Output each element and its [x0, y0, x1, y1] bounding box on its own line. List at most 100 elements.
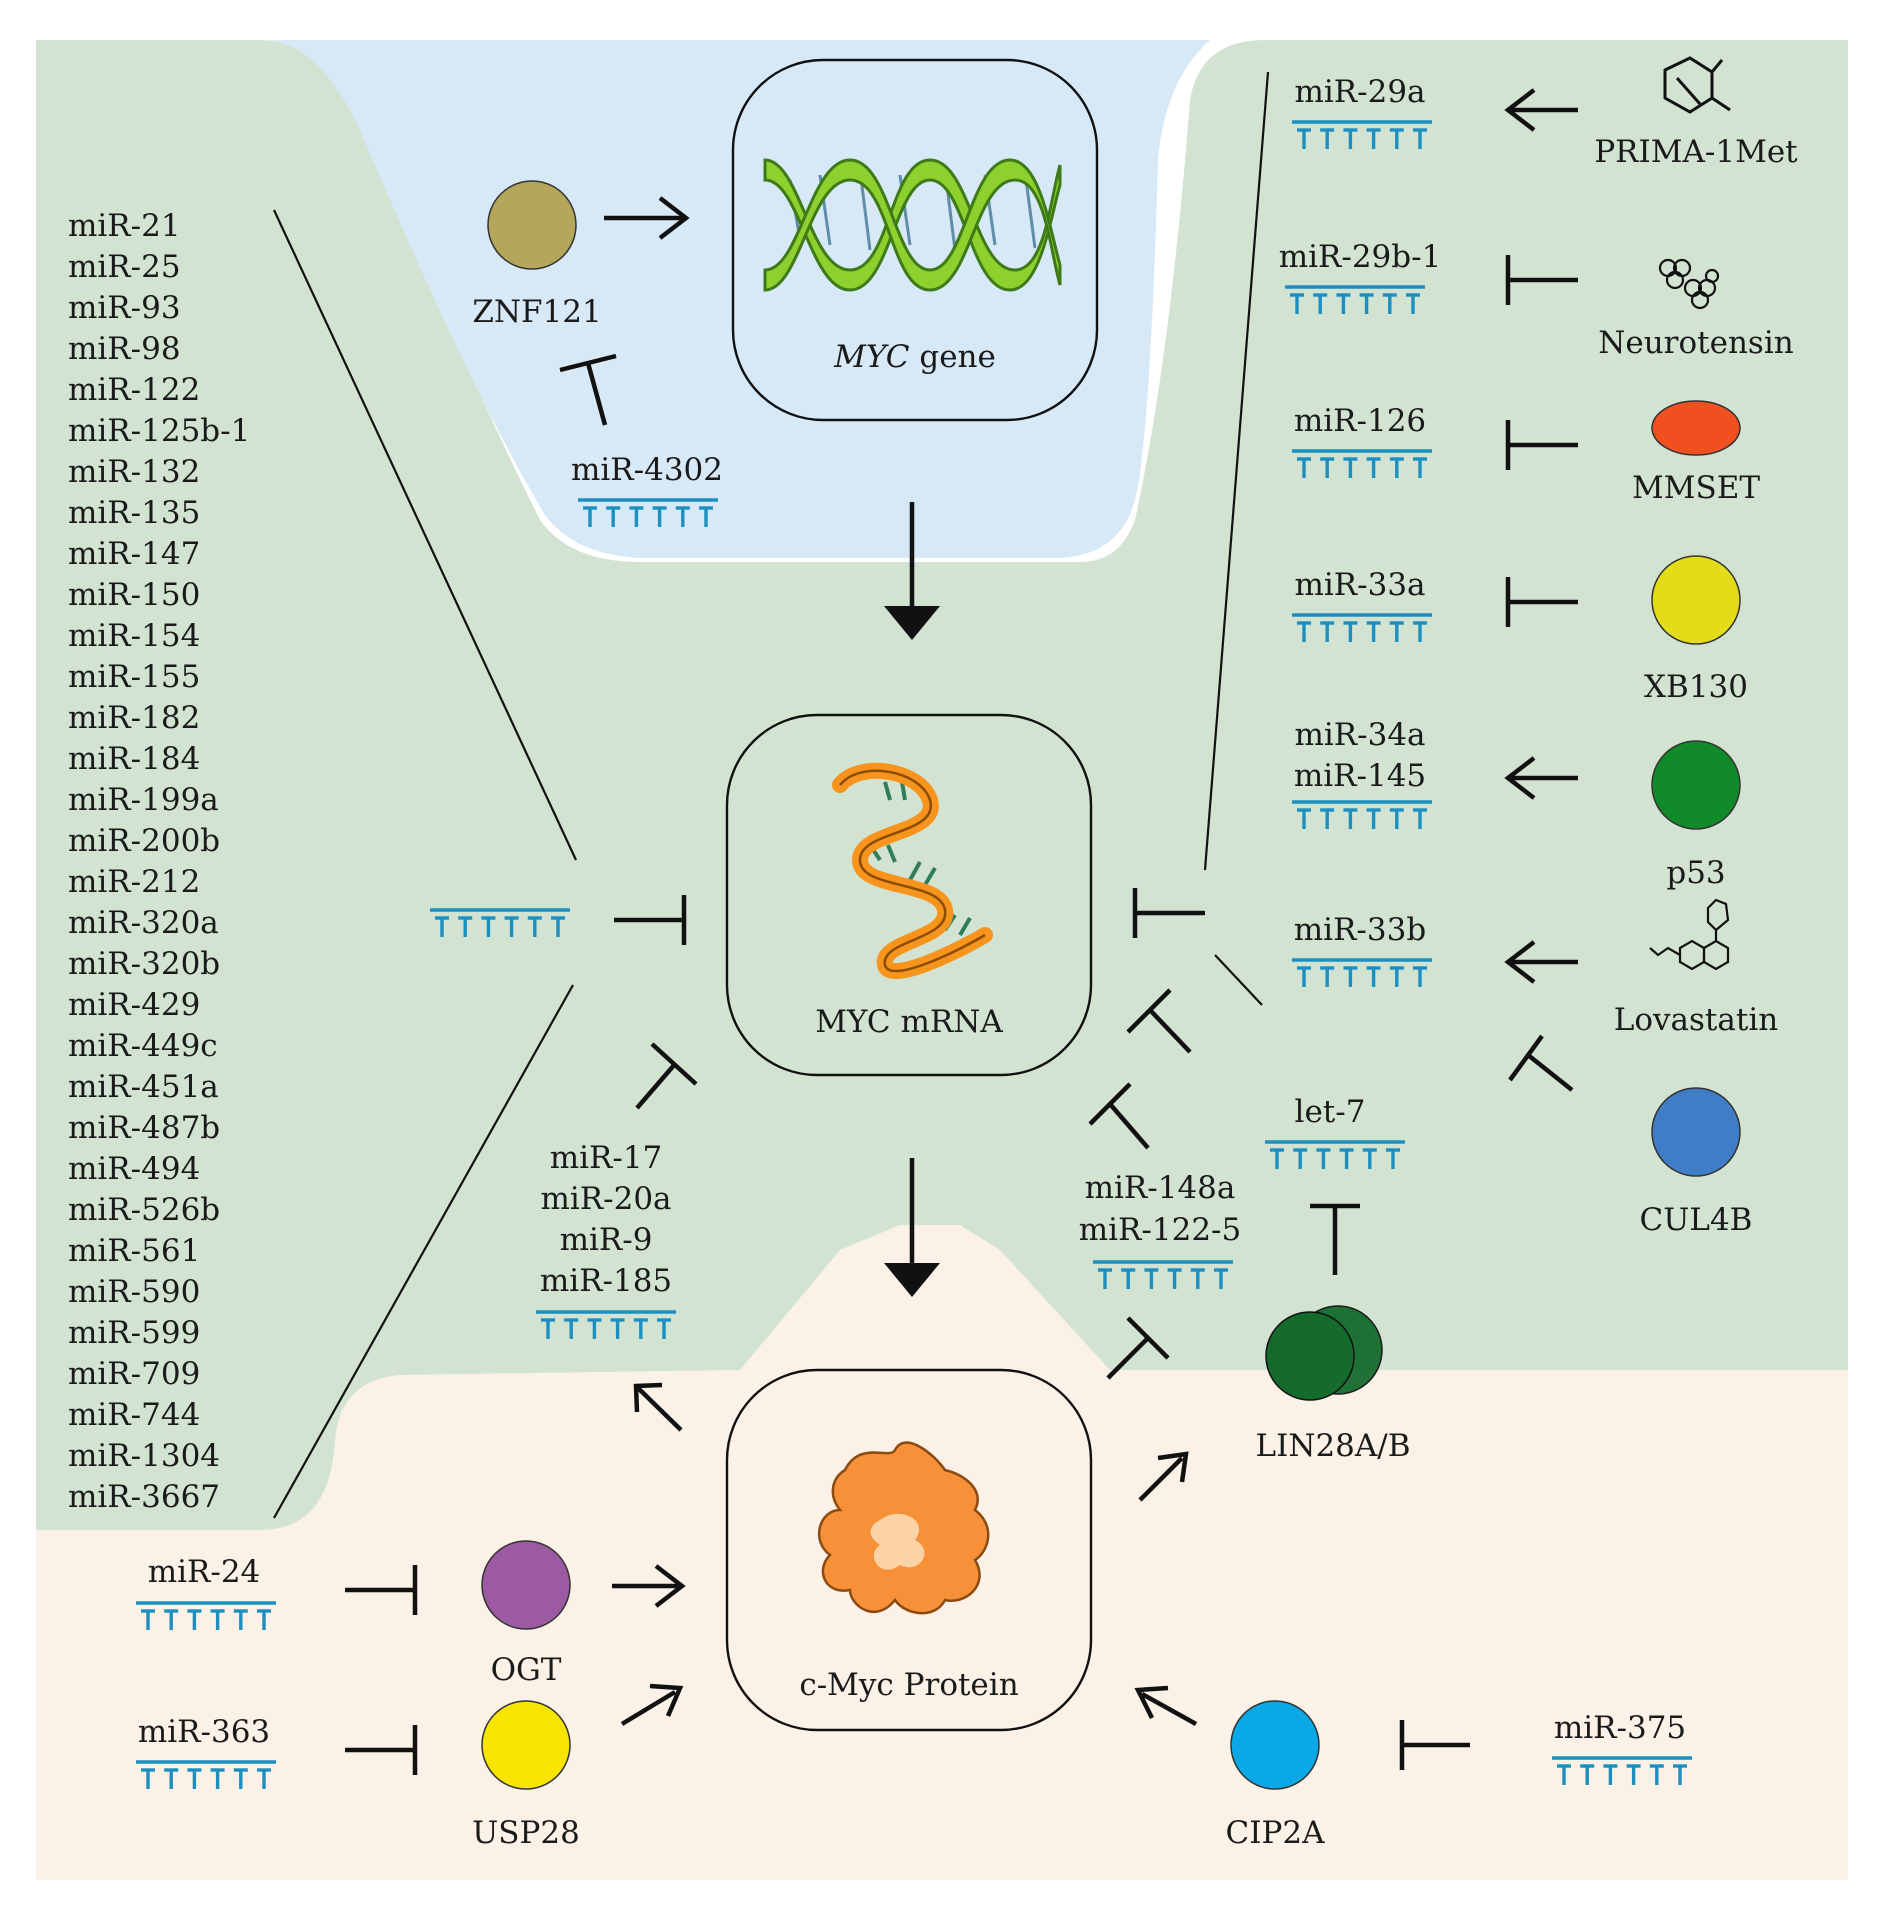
- myc-mrna-label: MYC mRNA: [815, 1004, 1003, 1040]
- mir29b1-rna-icon: [1285, 285, 1425, 314]
- xb130-node: [1651, 555, 1741, 645]
- left-mirna-item: miR-320b: [68, 946, 220, 982]
- blue-region: [268, 40, 1210, 558]
- protein-icon: [818, 1441, 990, 1615]
- left-mirna-item: miR-155: [68, 659, 200, 695]
- lin28a-node: [1265, 1311, 1355, 1401]
- mir34a-145-rna-icon: [1292, 800, 1432, 829]
- cul4b-label: CUL4B: [1640, 1202, 1753, 1238]
- neurotensin-label: Neurotensin: [1598, 325, 1794, 361]
- mir24-rna-icon: [136, 1601, 276, 1630]
- left-mirna-item: miR-125b-1: [68, 413, 250, 449]
- left-mirna-item: miR-150: [68, 577, 200, 613]
- protein-to-mir17-arrowhead: [633, 1382, 663, 1413]
- mir126-label: miR-126: [1294, 403, 1426, 439]
- prima-arrowhead: [1504, 88, 1536, 132]
- mir122-5-label: miR-122-5: [1079, 1212, 1242, 1248]
- mir148-inhibition-bar: [1088, 1082, 1132, 1126]
- mir4302-rna-icon: [578, 498, 718, 527]
- left-mirna-item: miR-199a: [68, 782, 219, 818]
- green-region: [36, 40, 1848, 1530]
- left-mirna-item: miR-98: [68, 331, 181, 367]
- mmset-node: [1651, 400, 1741, 456]
- left-mirna-item: miR-25: [68, 249, 181, 285]
- gene-to-mrna-arrowhead: [884, 606, 940, 640]
- mir17-group-item: miR-9: [560, 1222, 653, 1258]
- let7-label: let-7: [1295, 1094, 1366, 1130]
- lovastatin-arrowhead: [1504, 940, 1536, 984]
- cul4b-inhibition: [1526, 1053, 1574, 1092]
- lovastatin-structure-icon: [1649, 898, 1730, 971]
- znf121-arrowhead: [658, 196, 690, 240]
- mir363-label: miR-363: [138, 1714, 270, 1750]
- cip2a-label: CIP2A: [1226, 1815, 1326, 1851]
- mir148-122-rna-icon: [1093, 1260, 1233, 1289]
- p53-node: [1651, 740, 1741, 830]
- left-mirna-item: miR-122: [68, 372, 200, 408]
- ogt-label: OGT: [491, 1652, 562, 1688]
- myc-gene-box: [731, 58, 1099, 422]
- prima-1met-label: PRIMA-1Met: [1594, 134, 1798, 170]
- dna-helix-icon: [763, 158, 1062, 292]
- left-mirna-item: miR-526b: [68, 1192, 220, 1228]
- left-mirna-item: miR-200b: [68, 823, 220, 859]
- mir33a-label: miR-33a: [1294, 567, 1425, 603]
- myc-gene-prefix: MYC: [833, 339, 910, 375]
- mir375-rna-icon: [1552, 1756, 1692, 1785]
- lin28-to-mir148-inhibition: [1106, 1336, 1150, 1380]
- left-mirna-item: miR-451a: [68, 1069, 219, 1105]
- left-mirna-item: miR-135: [68, 495, 200, 531]
- left-mirna-item: miR-449c: [68, 1028, 218, 1064]
- mrna-to-protein-arrowhead: [884, 1263, 940, 1297]
- mir148a-label: miR-148a: [1085, 1170, 1236, 1206]
- mir29a-label: miR-29a: [1294, 74, 1425, 110]
- p53-arrowhead: [1504, 756, 1536, 800]
- myc-gene-label: MYC gene: [833, 339, 996, 375]
- mir17-rna-icon: [536, 1310, 676, 1339]
- mir34a-label: miR-34a: [1294, 717, 1425, 753]
- mir126-rna-icon: [1292, 449, 1432, 478]
- left-mirna-item: miR-212: [68, 864, 200, 900]
- left-mirna-item: miR-147: [68, 536, 200, 572]
- left-mirna-item: miR-320a: [68, 905, 219, 941]
- mir4302-inhibition-bar: [559, 353, 617, 373]
- lin28-to-mir148-inhibition-bar: [1126, 1316, 1170, 1360]
- left-mirna-item: miR-132: [68, 454, 200, 490]
- let7-rna-icon: [1265, 1140, 1405, 1169]
- myc-gene-suffix: gene: [910, 339, 996, 375]
- mir375-label: miR-375: [1554, 1710, 1686, 1746]
- mir148-inhibition: [1108, 1102, 1150, 1150]
- left-mirna-item: miR-1304: [68, 1438, 220, 1474]
- right-bracket-lower: [1214, 954, 1263, 1006]
- mrna-icon: [832, 762, 993, 979]
- left-mirna-item: miR-3667: [68, 1479, 220, 1515]
- mir33a-rna-icon: [1292, 613, 1432, 642]
- let7-inhibition-bar: [1126, 988, 1172, 1034]
- mir17-group-item: miR-20a: [540, 1181, 671, 1217]
- mir29b1-label: miR-29b-1: [1279, 239, 1442, 275]
- myc-mrna-box: [725, 713, 1093, 1077]
- usp28-node: [481, 1700, 571, 1790]
- cip2a-arrow: [1140, 1692, 1198, 1726]
- mir33b-label: miR-33b: [1294, 912, 1426, 948]
- mir4302-label: miR-4302: [571, 452, 723, 488]
- left-mirna-item: miR-184: [68, 741, 200, 777]
- protein-to-mir17-arrow: [636, 1386, 683, 1432]
- left-mirna-item: miR-182: [68, 700, 200, 736]
- xb130-label: XB130: [1644, 669, 1748, 705]
- protein-to-lin28-arrowhead: [1157, 1451, 1189, 1483]
- mir24-label: miR-24: [148, 1554, 261, 1590]
- lovastatin-label: Lovastatin: [1614, 1002, 1778, 1038]
- mir33b-rna-icon: [1292, 958, 1432, 987]
- mir29a-rna-icon: [1292, 120, 1432, 149]
- cip2a-arrowhead: [1134, 1685, 1169, 1720]
- left-mirna-item: miR-494: [68, 1151, 200, 1187]
- mir145-label: miR-145: [1294, 758, 1426, 794]
- cul4b-node: [1651, 1087, 1741, 1177]
- cul4b-inhibition-bar: [1508, 1034, 1544, 1082]
- mir17-inhibition: [635, 1062, 677, 1110]
- cip2a-node: [1230, 1700, 1320, 1790]
- mir17-group-item: miR-17: [550, 1140, 663, 1176]
